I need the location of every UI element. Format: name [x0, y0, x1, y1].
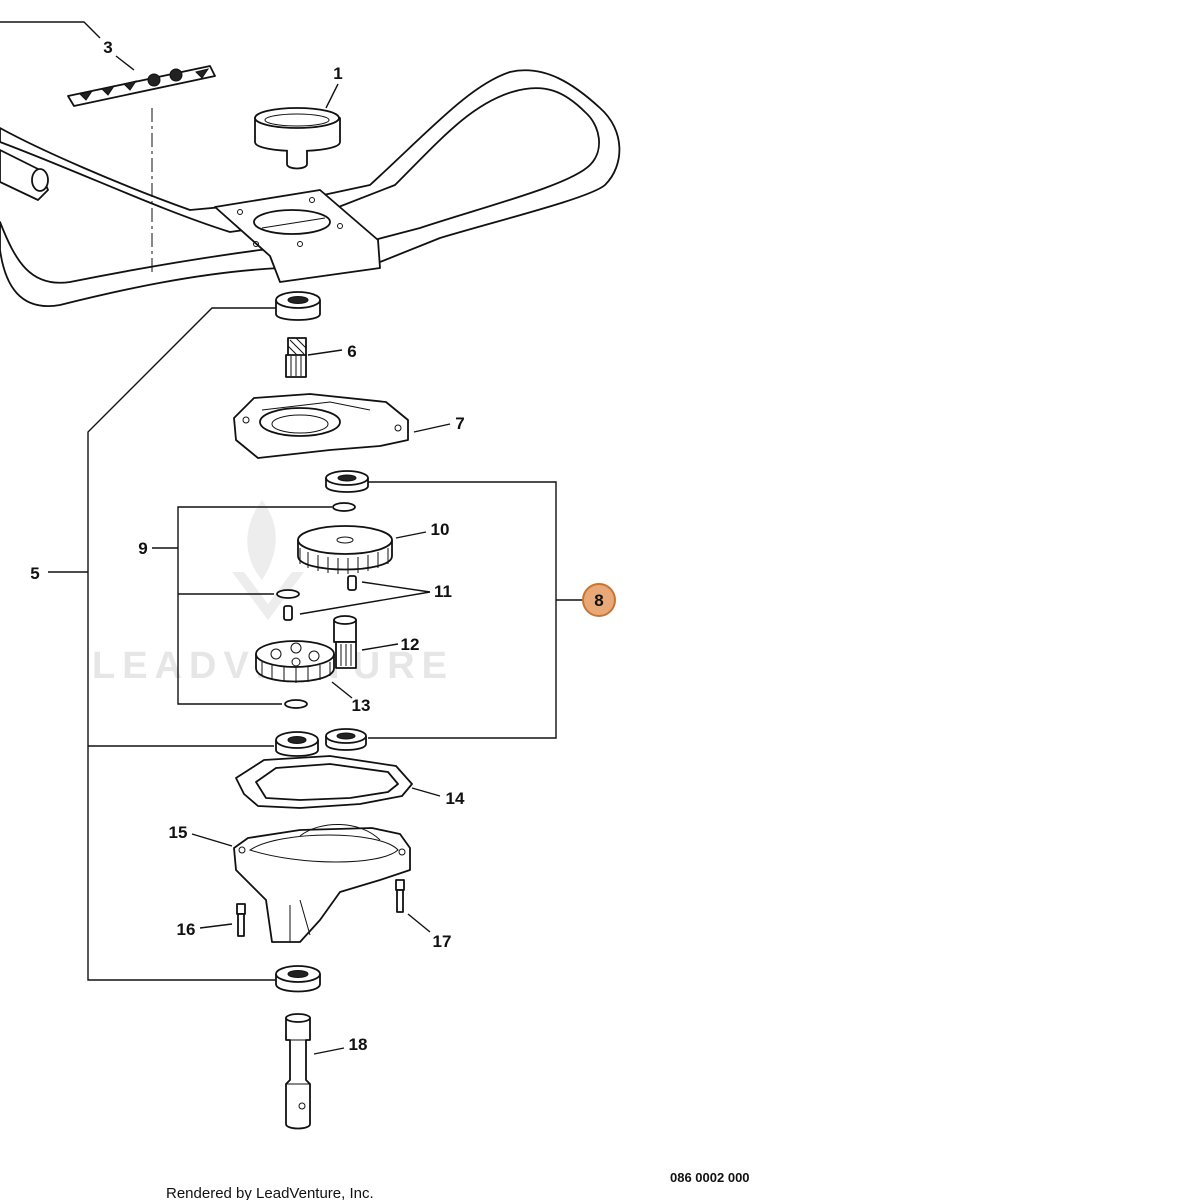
part-15-housing	[191, 824, 411, 943]
callout-7[interactable]: 7	[455, 414, 464, 433]
callout-16[interactable]: 16	[177, 920, 196, 939]
part-10-gear	[297, 525, 427, 574]
watermark-logo-icon	[232, 500, 304, 620]
part-13-gear	[255, 640, 353, 699]
bearing-lower-left	[275, 731, 319, 757]
part-5-bracket	[48, 307, 276, 981]
callout-10[interactable]: 10	[431, 520, 450, 539]
part-8-bracket	[368, 481, 582, 739]
part-7-cover	[233, 393, 451, 459]
drawing-number: 086 0002 000	[670, 1170, 750, 1185]
bearing-lower-right	[325, 728, 367, 751]
part-14-gasket	[235, 755, 441, 809]
footer-credit: Rendered by LeadVenture, Inc.	[166, 1185, 374, 1200]
callout-12[interactable]: 12	[401, 635, 420, 654]
handlebar	[0, 69, 621, 307]
callout-8[interactable]: 8	[594, 591, 603, 610]
leader-lines	[0, 21, 339, 109]
bearing-bottom	[275, 965, 321, 993]
washers	[276, 502, 356, 709]
bearing-top	[275, 291, 321, 321]
callout-5[interactable]: 5	[30, 564, 39, 583]
callout-labels: 1 3 5 6 7 8 9 10 11 12 13 14 15 16 17 18	[30, 38, 603, 1054]
callout-6[interactable]: 6	[347, 342, 356, 361]
part-17-screw	[395, 879, 431, 933]
callout-9[interactable]: 9	[138, 539, 147, 558]
part-11-pins	[283, 575, 431, 621]
part-9-bracket	[152, 506, 332, 705]
callout-18[interactable]: 18	[349, 1035, 368, 1054]
part-12-pinion	[333, 615, 399, 669]
callout-13[interactable]: 13	[352, 696, 371, 715]
part-3-decal	[67, 65, 216, 275]
part-1-cup	[254, 107, 341, 170]
part-16-screw	[199, 903, 246, 937]
callout-17[interactable]: 17	[433, 932, 452, 951]
callout-11[interactable]: 11	[434, 582, 452, 601]
bearing-middle	[325, 470, 369, 493]
part-18-shaft	[285, 1013, 345, 1130]
callout-15[interactable]: 15	[169, 823, 188, 842]
highlight-ring	[582, 583, 616, 617]
callout-1[interactable]: 1	[333, 64, 342, 83]
callout-14[interactable]: 14	[446, 789, 465, 808]
part-6-pinion	[285, 337, 343, 378]
callout-3[interactable]: 3	[103, 38, 112, 57]
